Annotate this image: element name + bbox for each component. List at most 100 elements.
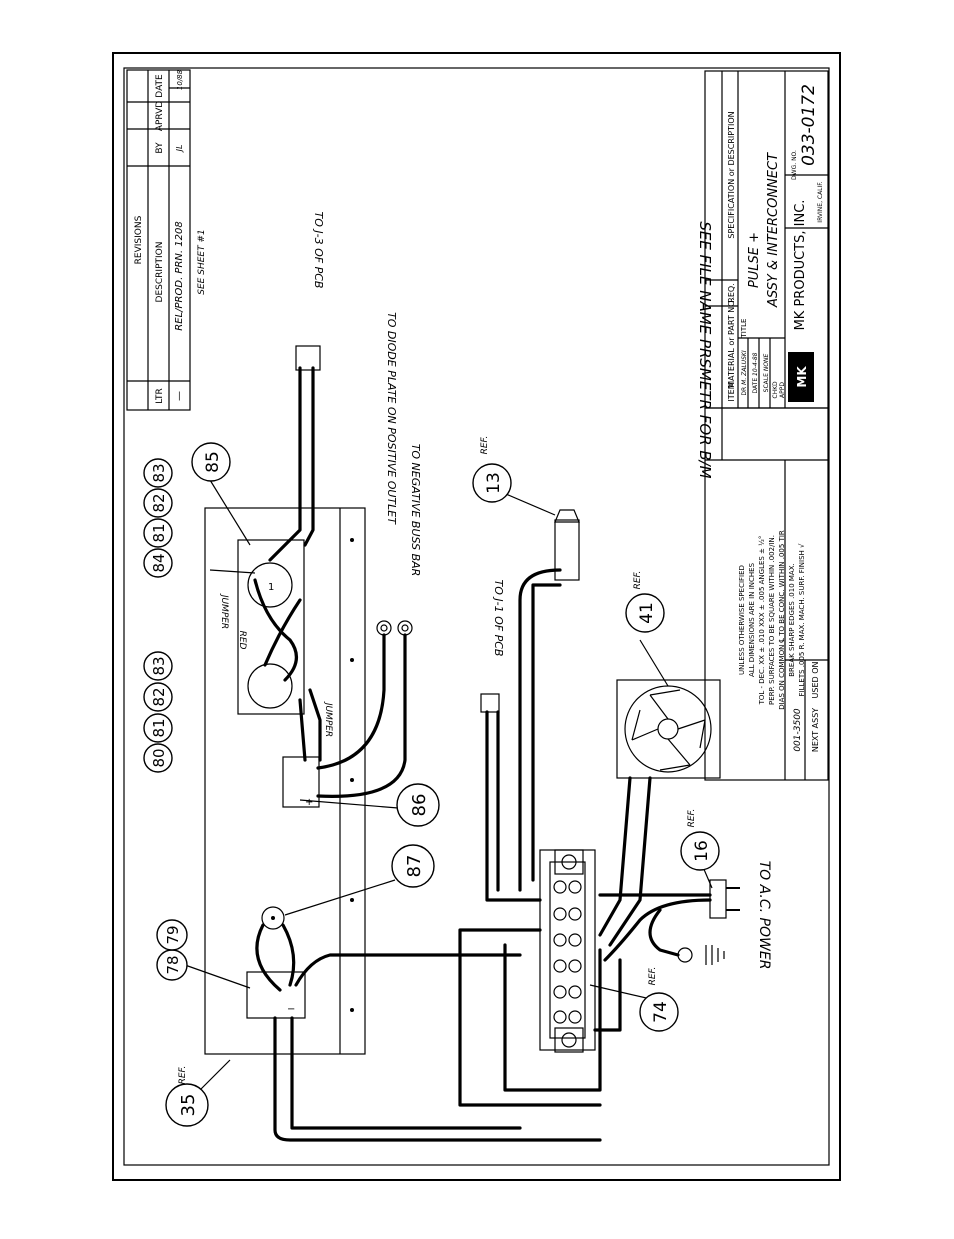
rectifier-plus: + bbox=[305, 797, 313, 808]
revisions-block: REVISIONS LTR DESCRIPTION BY APRVD DATE … bbox=[126, 69, 207, 411]
title-block-scale-value-text: NONE bbox=[763, 353, 770, 371]
rev-col-by: BY bbox=[155, 142, 165, 154]
chassis-plate bbox=[204, 507, 366, 1055]
note-to-j3: TO J-3 OF PCB bbox=[312, 212, 325, 289]
title-block-tolerance-lines-5-text: BREAK SHARP EDGES .010 MAX. bbox=[788, 563, 796, 677]
title-spec-label: SPECIFICATION or DESCRIPTION bbox=[727, 111, 736, 238]
bubbles-b74-text: 74 bbox=[651, 1001, 671, 1023]
bubbles-b80-text: 80 bbox=[150, 748, 168, 767]
company-city: IRVINE, CALIF. bbox=[817, 181, 824, 222]
title-block-dr-label-text: DR bbox=[741, 387, 748, 396]
ring-terminals bbox=[376, 620, 413, 636]
title-dr: DR M. ZALUSKI bbox=[741, 350, 748, 395]
inner-border bbox=[123, 67, 830, 1166]
note-red: RED bbox=[237, 631, 247, 650]
company-logo bbox=[788, 352, 814, 402]
title-block-tolerance-lines-1-text: ALL DIMENSIONS ARE IN INCHES bbox=[748, 562, 756, 677]
next-assy-label: NEXT ASSY bbox=[811, 708, 820, 752]
rev-row-by: JL bbox=[175, 145, 184, 154]
title-block-date-label-text: DATE bbox=[752, 378, 759, 394]
bubble-16: 16 REF. bbox=[680, 809, 720, 871]
power-plug bbox=[709, 879, 740, 919]
bubble-41: 41 REF. bbox=[625, 571, 665, 633]
bubbles-b82-text: 82 bbox=[150, 687, 168, 706]
title-block-tolerance-lines-6-text: FILLETS .005 R. MAX. MACH. SURF. FINISH … bbox=[798, 543, 806, 696]
ground-symbol bbox=[677, 945, 725, 965]
bubbles-b78-text: 78 bbox=[164, 955, 182, 974]
title-block-scale-label-text: SCALE bbox=[763, 373, 770, 392]
note-diode-plate: TO DIODE PLATE ON POSITIVE OUTLET bbox=[385, 312, 398, 525]
capacitor-module: 1 bbox=[237, 539, 305, 715]
title-block: ITEM MATERIAL or PART NO. REQ. SPECIFICA… bbox=[704, 70, 829, 781]
rev-col-date: DATE bbox=[155, 74, 165, 98]
title-block-tolerance-lines-2-text: TOL - DEC. XX ± .010 XXX ± .005 ANGLES ±… bbox=[758, 536, 766, 706]
bubbles-b41-text: 41 bbox=[637, 602, 657, 624]
rev-col-aprvd: APRVD bbox=[155, 101, 165, 132]
title-line2: ASSY & INTERCONNECT bbox=[766, 152, 781, 308]
title-block-dr-value-text: M. ZALUSKI bbox=[741, 350, 748, 385]
bubbles-b87-text: 87 bbox=[404, 855, 425, 878]
title-date: DATE 10-4-88 bbox=[752, 352, 759, 393]
bubbles-b41-ref-text: REF. bbox=[633, 571, 643, 590]
rev-col-description: DESCRIPTION bbox=[155, 242, 165, 303]
bubbles-b16-ref-text: REF. bbox=[687, 809, 697, 828]
title-material-label: MATERIAL or PART NO. bbox=[727, 298, 736, 388]
note-jumper-2: JUMPER bbox=[323, 701, 333, 737]
connector-j1 bbox=[480, 693, 500, 713]
bubbles-b13-text: 13 bbox=[484, 472, 504, 494]
bubble-row-80-83: 80 81 82 83 bbox=[143, 651, 173, 773]
svg-text:1: 1 bbox=[268, 582, 274, 593]
bubble-13: 13 REF. bbox=[472, 436, 512, 503]
bubbles-b74-ref-text: REF. bbox=[648, 967, 658, 986]
bubbles-b84-text: 84 bbox=[150, 553, 168, 572]
bubbles-b82b-text: 82 bbox=[150, 493, 168, 512]
bubbles-b81b-text: 81 bbox=[150, 523, 168, 542]
switch-module: − bbox=[246, 971, 306, 1019]
note-ac-power-1: TO A.C. POWER bbox=[756, 861, 772, 970]
title-chkd: CHKD bbox=[772, 381, 779, 399]
bubbles-b35-text: 35 bbox=[178, 1094, 199, 1117]
title-block-date-value-text: 10-4-88 bbox=[752, 352, 759, 376]
bubble-78-79: 78 79 bbox=[156, 919, 188, 981]
bubble-row-84-83: 84 81 82 83 bbox=[143, 458, 173, 578]
title-block-tolerance-lines-4-text: DIAS ON COMMON ℄ TO BE CONC. WITHIN .005… bbox=[778, 530, 786, 710]
bubble-74: 74 REF. bbox=[639, 967, 679, 1032]
bubble-87: 87 bbox=[391, 844, 435, 888]
company-logo-text: MK bbox=[795, 366, 809, 388]
bubbles-b13-ref-text: REF. bbox=[480, 436, 490, 455]
bubbles-b79-text: 79 bbox=[164, 925, 182, 944]
title-block-tolerance-lines-3-text: PERP. SURFACES TO BE SQUARE WITHIN .002/… bbox=[768, 535, 776, 705]
bubbles-b16-text: 16 bbox=[692, 840, 712, 862]
next-assy-value: 001-3500 bbox=[793, 708, 803, 752]
title-req-label: REQ. bbox=[727, 283, 736, 302]
item-bubbles: 35 REF. 78 79 87 86 80 81 82 83 bbox=[143, 436, 720, 1127]
rectifier-module: + bbox=[282, 756, 320, 808]
bubbles-b85-text: 85 bbox=[203, 451, 223, 473]
rev-row-description: REL/PROD. PRN. 1208 bbox=[174, 221, 185, 330]
bubbles-b83b-text: 83 bbox=[150, 463, 168, 482]
rev-col-ltr: LTR bbox=[155, 388, 165, 404]
tolerance-notes: UNLESS OTHERWISE SPECIFIED ALL DIMENSION… bbox=[738, 530, 806, 710]
wiring bbox=[253, 366, 712, 1142]
bubble-86: 86 bbox=[396, 783, 440, 827]
company-name: MK PRODUCTS, INC. bbox=[793, 200, 808, 331]
rev-row-ltr: — bbox=[174, 391, 185, 401]
rev-row-date: 10/88 bbox=[176, 69, 184, 90]
bubble-85: 85 bbox=[191, 442, 231, 482]
bubbles-b83-text: 83 bbox=[150, 656, 168, 675]
title-line1: PULSE + bbox=[747, 232, 762, 288]
fuse-holder bbox=[554, 509, 580, 581]
connector-j3 bbox=[295, 345, 321, 371]
note-jumper-1: JUMPER bbox=[219, 593, 229, 629]
lamp-87 bbox=[261, 906, 285, 930]
title-scale: SCALE NONE bbox=[763, 353, 770, 392]
bubbles-b35-ref-text: REF. bbox=[178, 1066, 188, 1085]
used-on-label: USED ON bbox=[811, 662, 820, 699]
title-appd: APPD bbox=[779, 382, 786, 398]
title-item-label: ITEM bbox=[727, 382, 736, 401]
note-neg-buss: TO NEGATIVE BUSS BAR bbox=[409, 444, 422, 577]
leader-lines bbox=[184, 479, 713, 1091]
outer-border bbox=[112, 52, 841, 1181]
